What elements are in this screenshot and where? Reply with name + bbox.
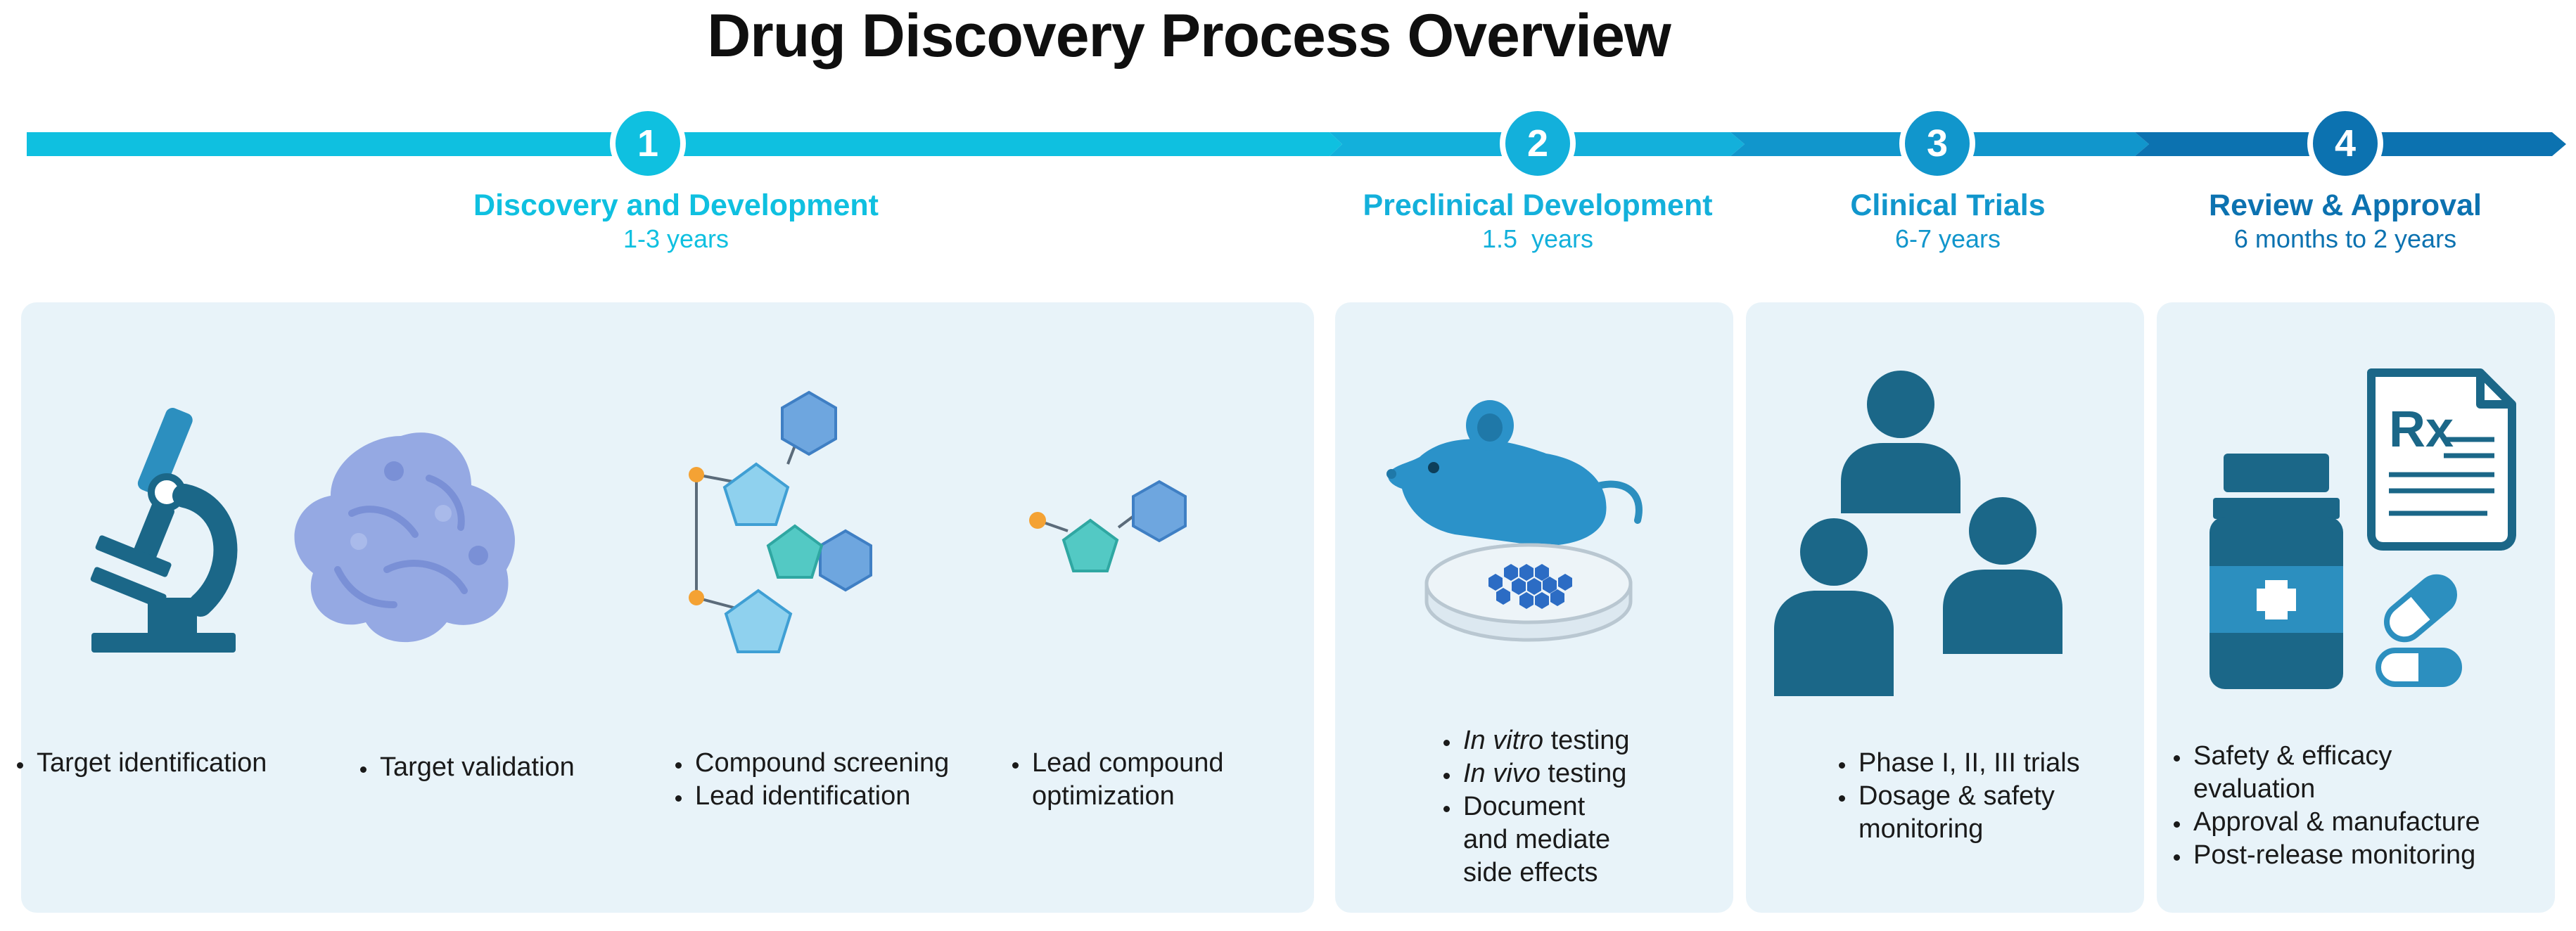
microscope-icon (90, 408, 238, 653)
stage-2-number: 2 (1527, 122, 1548, 165)
stage-2-badge: 2 (1500, 105, 1576, 181)
clinical-panel: Phase I, II, III trials Dosage & safetym… (1746, 302, 2144, 913)
bullet-phase-trials: Phase I, II, III trials (1856, 747, 2080, 780)
bullet-target-identification: Target identification (34, 747, 267, 780)
lead-molecule-icon (1029, 480, 1187, 572)
in-vivo-em: In vivo (1463, 759, 1541, 788)
stage-4-duration: 6 months to 2 years (2233, 224, 2457, 253)
bullet-compound-screening: Compound screening (692, 747, 949, 780)
in-vitro-text: testing (1543, 726, 1630, 755)
medicine-bottle-icon (2210, 454, 2343, 689)
bullet-lead-identification: Lead identification (692, 780, 949, 813)
stage-1-number: 1 (637, 122, 658, 165)
person-left-icon (1774, 518, 1894, 696)
stage-4-label: Review & Approval 6 months to 2 years (2134, 188, 2556, 254)
bullet-document-side-effects: Document and mediate side effects (1460, 790, 1630, 890)
safety-line-1: Safety & efficacy (2193, 741, 2392, 771)
bullet-target-validation: Target validation (377, 751, 575, 784)
molecule-screening-icon (689, 390, 872, 653)
preclinical-panel: In vitro testing In vivo testing Documen… (1335, 302, 1733, 913)
stage-3-duration: 6-7 years (1894, 224, 2001, 253)
person-right-icon (1943, 497, 2062, 654)
step-1-bullets: Target identification (0, 747, 267, 780)
preclinical-bullets: In vitro testing In vivo testing Documen… (1427, 724, 1630, 890)
lead-compound-line-1: Lead compound (1032, 748, 1224, 778)
person-top-icon (1841, 371, 1960, 513)
stage-4-name: Review & Approval (2209, 188, 2482, 222)
people-group-icon (1774, 371, 2062, 696)
dosage-line-2: monitoring (1858, 814, 1984, 844)
stage-2-name: Preclinical Development (1363, 188, 1713, 222)
stage-1-duration: 1-3 years (623, 224, 729, 253)
bullet-approval-manufacture: Approval & manufacture (2191, 806, 2480, 839)
in-vitro-em: In vitro (1463, 726, 1544, 755)
rx-label: Rx (2389, 402, 2454, 458)
capsule-icon (2376, 574, 2462, 687)
bullet-in-vitro: In vitro testing (1460, 724, 1630, 757)
discovery-panel: Target identification Target validation … (21, 302, 1314, 913)
document-line-1: Document (1463, 792, 1586, 821)
stage-3-label: Clinical Trials 6-7 years (1740, 188, 2155, 254)
stage-2-duration: 1.5 years (1481, 224, 1594, 253)
step-3-bullets: Compound screening Lead identification (658, 747, 949, 813)
safety-line-2: evaluation (2193, 774, 2316, 804)
lead-compound-line-2: optimization (1032, 781, 1175, 811)
prescription-icon: Rx (2367, 368, 2516, 551)
stage-4-number: 4 (2335, 122, 2356, 165)
stage-3-number: 3 (1927, 122, 1948, 165)
dosage-line-1: Dosage & safety (1858, 781, 2055, 811)
document-line-3: side effects (1463, 858, 1598, 887)
mouse-petri-dish-icon (1386, 400, 1643, 642)
stage-1-badge: 1 (610, 105, 686, 181)
clinical-bullets: Phase I, II, III trials Dosage & safetym… (1822, 747, 2080, 846)
bullet-in-vivo: In vivo testing (1460, 757, 1630, 790)
stage-2-label: Preclinical Development 1.5 years (1313, 188, 1763, 254)
stage-3-badge: 3 (1899, 105, 1975, 181)
document-line-2: and mediate (1463, 825, 1611, 854)
bullet-post-release: Post-release monitoring (2191, 839, 2480, 872)
stage-3-name: Clinical Trials (1850, 188, 2046, 222)
protein-icon (294, 432, 515, 643)
stage-1-label: Discovery and Development 1-3 years (366, 188, 986, 254)
step-2-bullets: Target validation (343, 751, 575, 784)
stage-4-badge: 4 (2307, 105, 2383, 181)
page-title: Drug Discovery Process Overview (707, 2, 1671, 70)
timeline: 1 2 3 4 (27, 105, 2566, 181)
in-vivo-text: testing (1540, 759, 1627, 788)
stage-1-name: Discovery and Development (473, 188, 879, 222)
